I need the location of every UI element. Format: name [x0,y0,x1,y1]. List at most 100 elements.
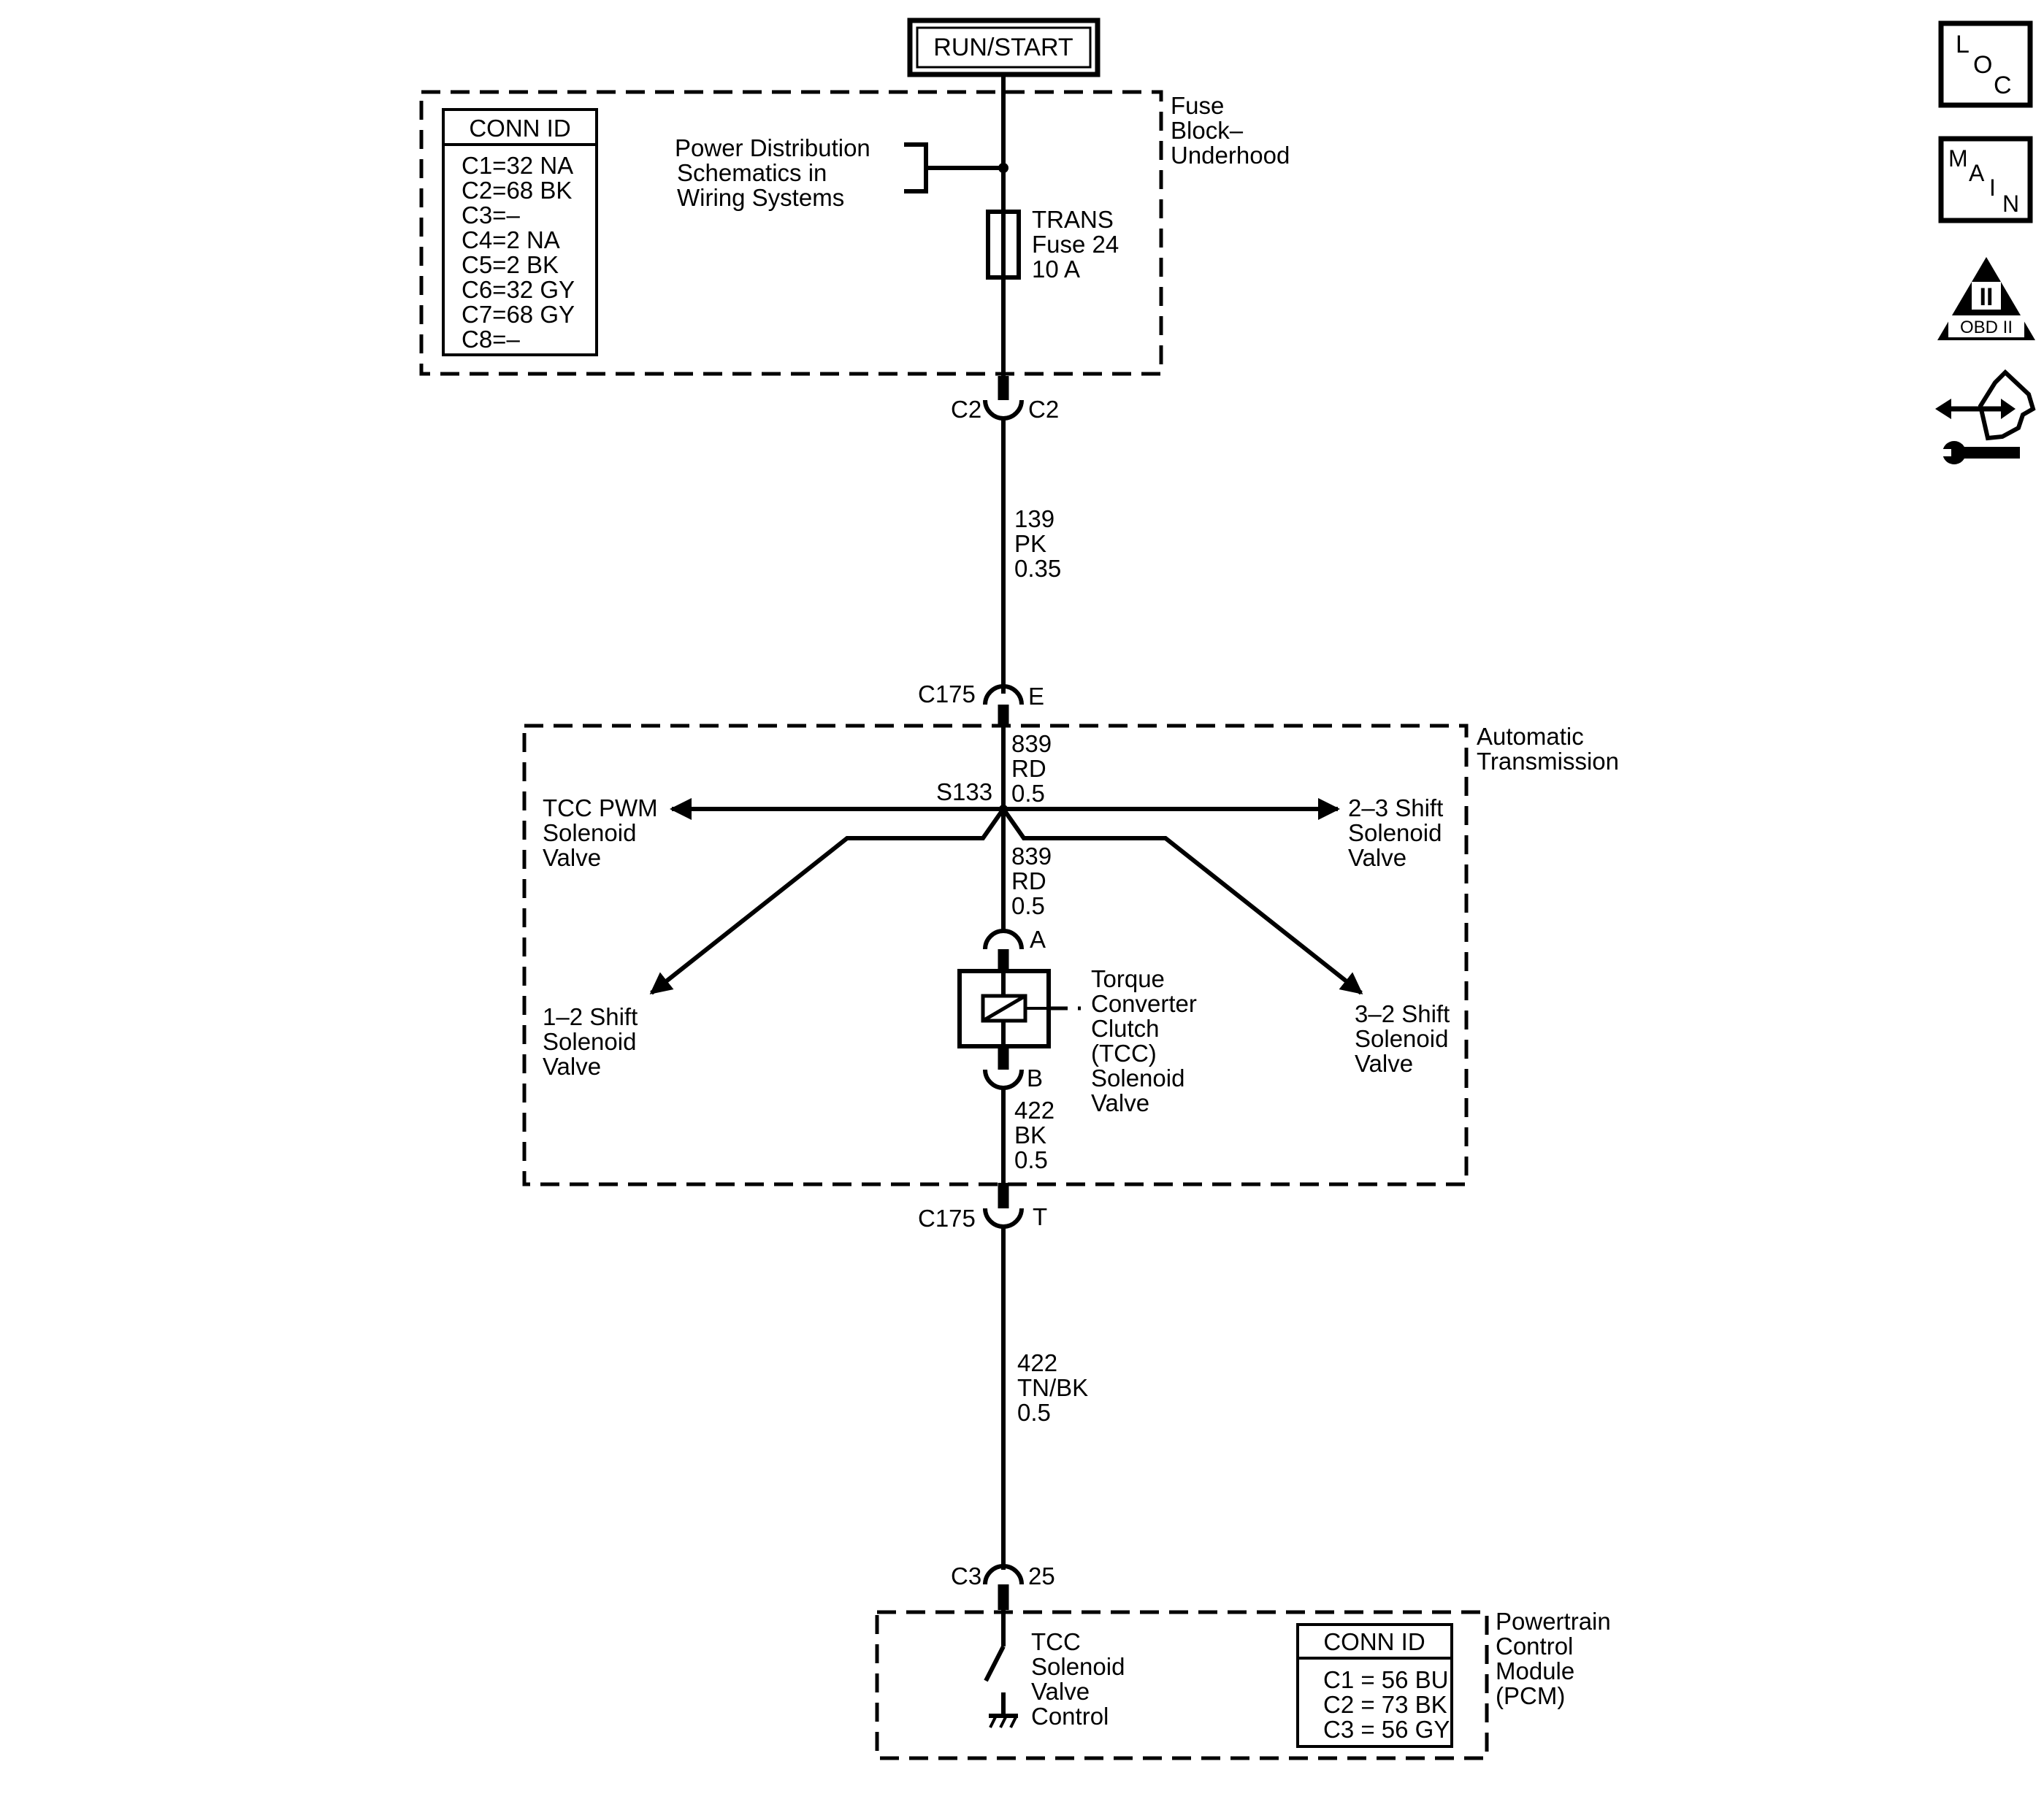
trans-fuse-24: TRANS Fuse 24 10 A [986,206,1119,283]
tcc-solenoid-valve-label: Torque Converter Clutch (TCC) Solenoid V… [1091,965,1197,1116]
fuse-block-name: Fuse Block– Underhood [1171,92,1290,169]
wire-422-tnbk-label: 422 TN/BK 0.5 [1017,1349,1088,1426]
tcc-valve-line: Solenoid [1091,1065,1184,1092]
wire-label-line: PK [1014,530,1046,557]
fuse-block-name-line: Fuse [1171,92,1224,119]
wire-label-line: 0.35 [1014,555,1061,582]
tcc-control-label: TCC Solenoid Valve Control [1031,1628,1125,1730]
tcc-control-line: TCC [1031,1628,1081,1655]
shift-23-line: Solenoid [1348,819,1442,846]
pcm-conn-id-row: C3 = 56 GY [1323,1716,1450,1743]
pcm-conn-id-table: CONN ID C1 = 56 BU C2 = 73 BK C3 = 56 GY [1296,1623,1453,1748]
conn-id-row: C1=32 NA [462,152,573,179]
fuse-block-name-line: Underhood [1171,142,1290,169]
tcc-control-switch [984,1610,1006,1716]
main-letter: N [2002,191,2019,217]
shift-12-line: Solenoid [543,1028,636,1055]
obd-roman: II [1980,283,1994,311]
wire-label-line: 0.5 [1017,1399,1051,1426]
hand-wrench-arrows-icon[interactable] [1935,369,2036,464]
wire-label-line: 139 [1014,505,1054,532]
main-letter: M [1948,145,1968,172]
wire-label-line: 422 [1014,1097,1054,1124]
reference-bracket [904,142,928,193]
conn-id-row: C2=68 BK [462,177,572,204]
fuse-label-line: TRANS [1032,206,1114,233]
wire-label-line: 0.5 [1011,892,1045,919]
tcc-valve-line: Converter [1091,990,1197,1017]
splice-s133-label: S133 [936,778,992,805]
loc-icon[interactable]: L O C [1938,20,2033,108]
conn-id-row: C5=2 BK [462,251,559,278]
pcm-c3-label: C3 [951,1562,981,1589]
pcm-name-line: Module [1496,1657,1574,1684]
c175-bottom-label: C175 [918,1205,976,1232]
pcm-conn-id-row: C2 = 73 BK [1323,1691,1447,1718]
fuse-block-conn-id-table: CONN ID C1=32 NA C2=68 BK C3=– C4=2 NA C… [442,108,598,356]
conn-id-row: C3=– [462,202,520,229]
main-letter: A [1969,160,1985,186]
tcc-valve-line: Clutch [1091,1015,1160,1042]
wire-label-line: 0.5 [1014,1146,1048,1173]
power-distribution-reference[interactable]: Power Distribution Schematics in Wiring … [675,134,1008,211]
main-icon[interactable]: M A I N [1938,136,2033,223]
run-start-label: RUN/START [933,34,1073,61]
fuse-block-boundary [419,90,1163,376]
transmission-name-line: Automatic [1477,723,1584,750]
tcc-pwm-line: TCC PWM [543,794,658,821]
loc-letter: O [1973,51,1992,79]
branch-1-2-shift-arrow [649,808,1006,995]
power-dist-line: Wiring Systems [677,184,844,211]
pcm-name-line: Powertrain [1496,1608,1611,1635]
shift-1-2-solenoid-label: 1–2 Shift Solenoid Valve [543,1003,638,1080]
connector-c2: C2 C2 [951,376,1059,423]
run-start-power-source: RUN/START [907,18,1101,77]
loc-letter: C [1994,72,2012,99]
wire-label-line: 839 [1011,730,1052,757]
wire-839-lower-label: 839 RD 0.5 [1011,843,1052,919]
pcm-name-line: Control [1496,1633,1573,1660]
shift-32-line: 3–2 Shift [1355,1000,1450,1027]
tcc-control-line: Valve [1031,1678,1090,1705]
conn-id-row: C6=32 GY [462,276,575,303]
tcc-pwm-solenoid-label: TCC PWM Solenoid Valve [543,794,658,871]
connector-c175-e: C175 E [918,680,1044,726]
pcm-name-line: (PCM) [1496,1682,1565,1709]
pin-a-label: A [1030,926,1046,953]
wire-label-line: TN/BK [1017,1374,1088,1401]
connector-c3-25: C3 25 [951,1562,1055,1610]
shift-23-line: 2–3 Shift [1348,794,1443,821]
c2-left-label: C2 [951,396,981,423]
pcm-boundary [875,1610,1489,1760]
tcc-valve-line: Torque [1091,965,1165,992]
wire-label-line: BK [1014,1121,1046,1148]
conn-id-row: C4=2 NA [462,226,560,253]
shift-32-line: Valve [1355,1050,1413,1077]
fuse-label-line: 10 A [1032,256,1080,283]
shift-12-line: 1–2 Shift [543,1003,638,1030]
tcc-pwm-line: Solenoid [543,819,636,846]
transmission-name-line: Transmission [1477,748,1619,775]
tcc-solenoid-valve [957,969,1081,1048]
obd-label: OBD II [1960,318,2013,337]
obd-ii-icon[interactable]: II OBD II [1937,257,2035,340]
pcm-conn-id-title: CONN ID [1323,1628,1425,1655]
c175-top-label: C175 [918,680,976,707]
c175-top-pin: E [1028,683,1044,710]
tcc-connector-b: B [983,1046,1043,1092]
wire-label-line: RD [1011,755,1046,782]
pcm-conn-id-row: C1 = 56 BU [1323,1666,1449,1693]
wire-label-line: 422 [1017,1349,1057,1376]
ground-icon [989,1714,1018,1728]
loc-letter: L [1956,31,1970,58]
connector-c175-t: C175 T [918,1183,1047,1232]
wire-label-line: 0.5 [1011,780,1045,807]
shift-23-line: Valve [1348,844,1406,871]
pcm-c3-pin: 25 [1028,1562,1055,1589]
tcc-control-line: Solenoid [1031,1653,1125,1680]
tcc-valve-line: Valve [1091,1089,1149,1116]
c2-right-label: C2 [1028,396,1059,423]
wire-label-line: 839 [1011,843,1052,870]
wire-422-bk-label: 422 BK 0.5 [1014,1097,1054,1173]
